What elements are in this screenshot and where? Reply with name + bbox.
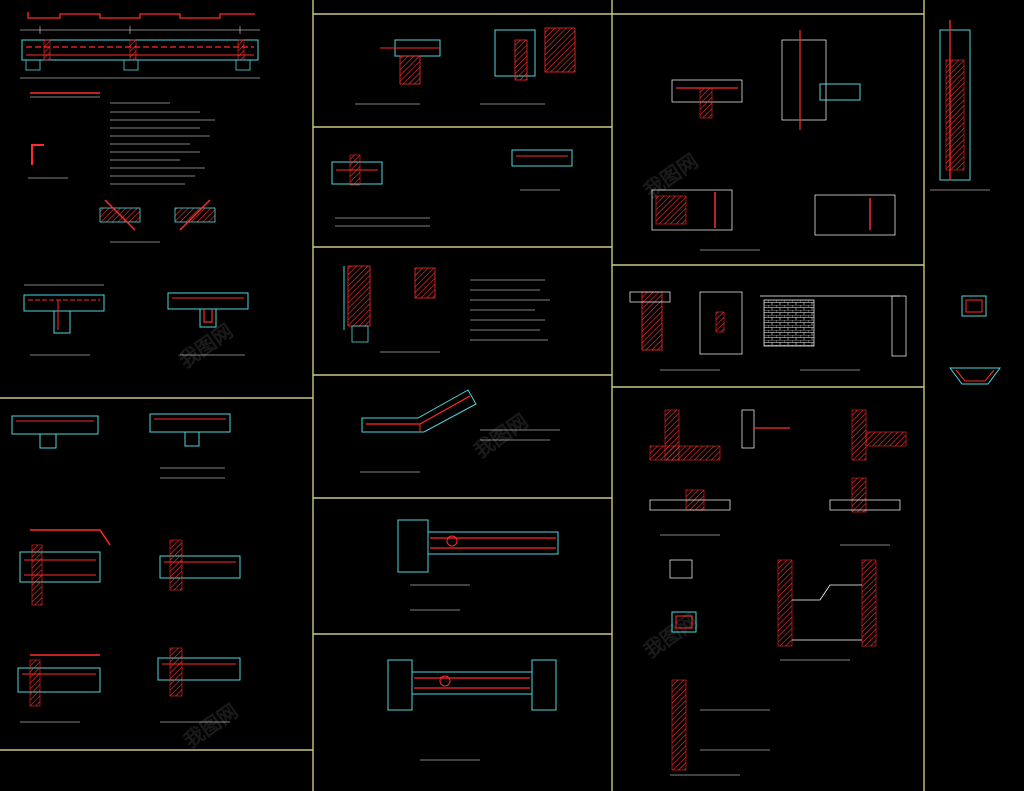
detail-diagonal-bars [99,199,216,243]
detail-slab-section [331,149,573,227]
detail-beam-joints-1 [23,284,249,356]
detail-slab-edges [649,409,907,546]
detail-beam-elevation [20,12,260,98]
detail-cantilever-beams [17,529,241,723]
detail-columns-small [343,265,550,353]
detail-beam-column-corner [355,27,576,105]
detail-column-elevation [930,20,1001,385]
detail-beam-joints-2 [11,413,231,479]
notes-left-top [110,102,215,185]
panel-frames [0,0,925,791]
detail-beam-column-joint-b [387,659,557,761]
detail-wall-opening [669,559,877,776]
detail-hook [28,144,68,179]
detail-inclined-beam [360,389,560,473]
detail-wall-brick [629,291,907,371]
detail-beam-column-joint-a [397,519,559,611]
detail-joint-plan-views [651,30,896,251]
